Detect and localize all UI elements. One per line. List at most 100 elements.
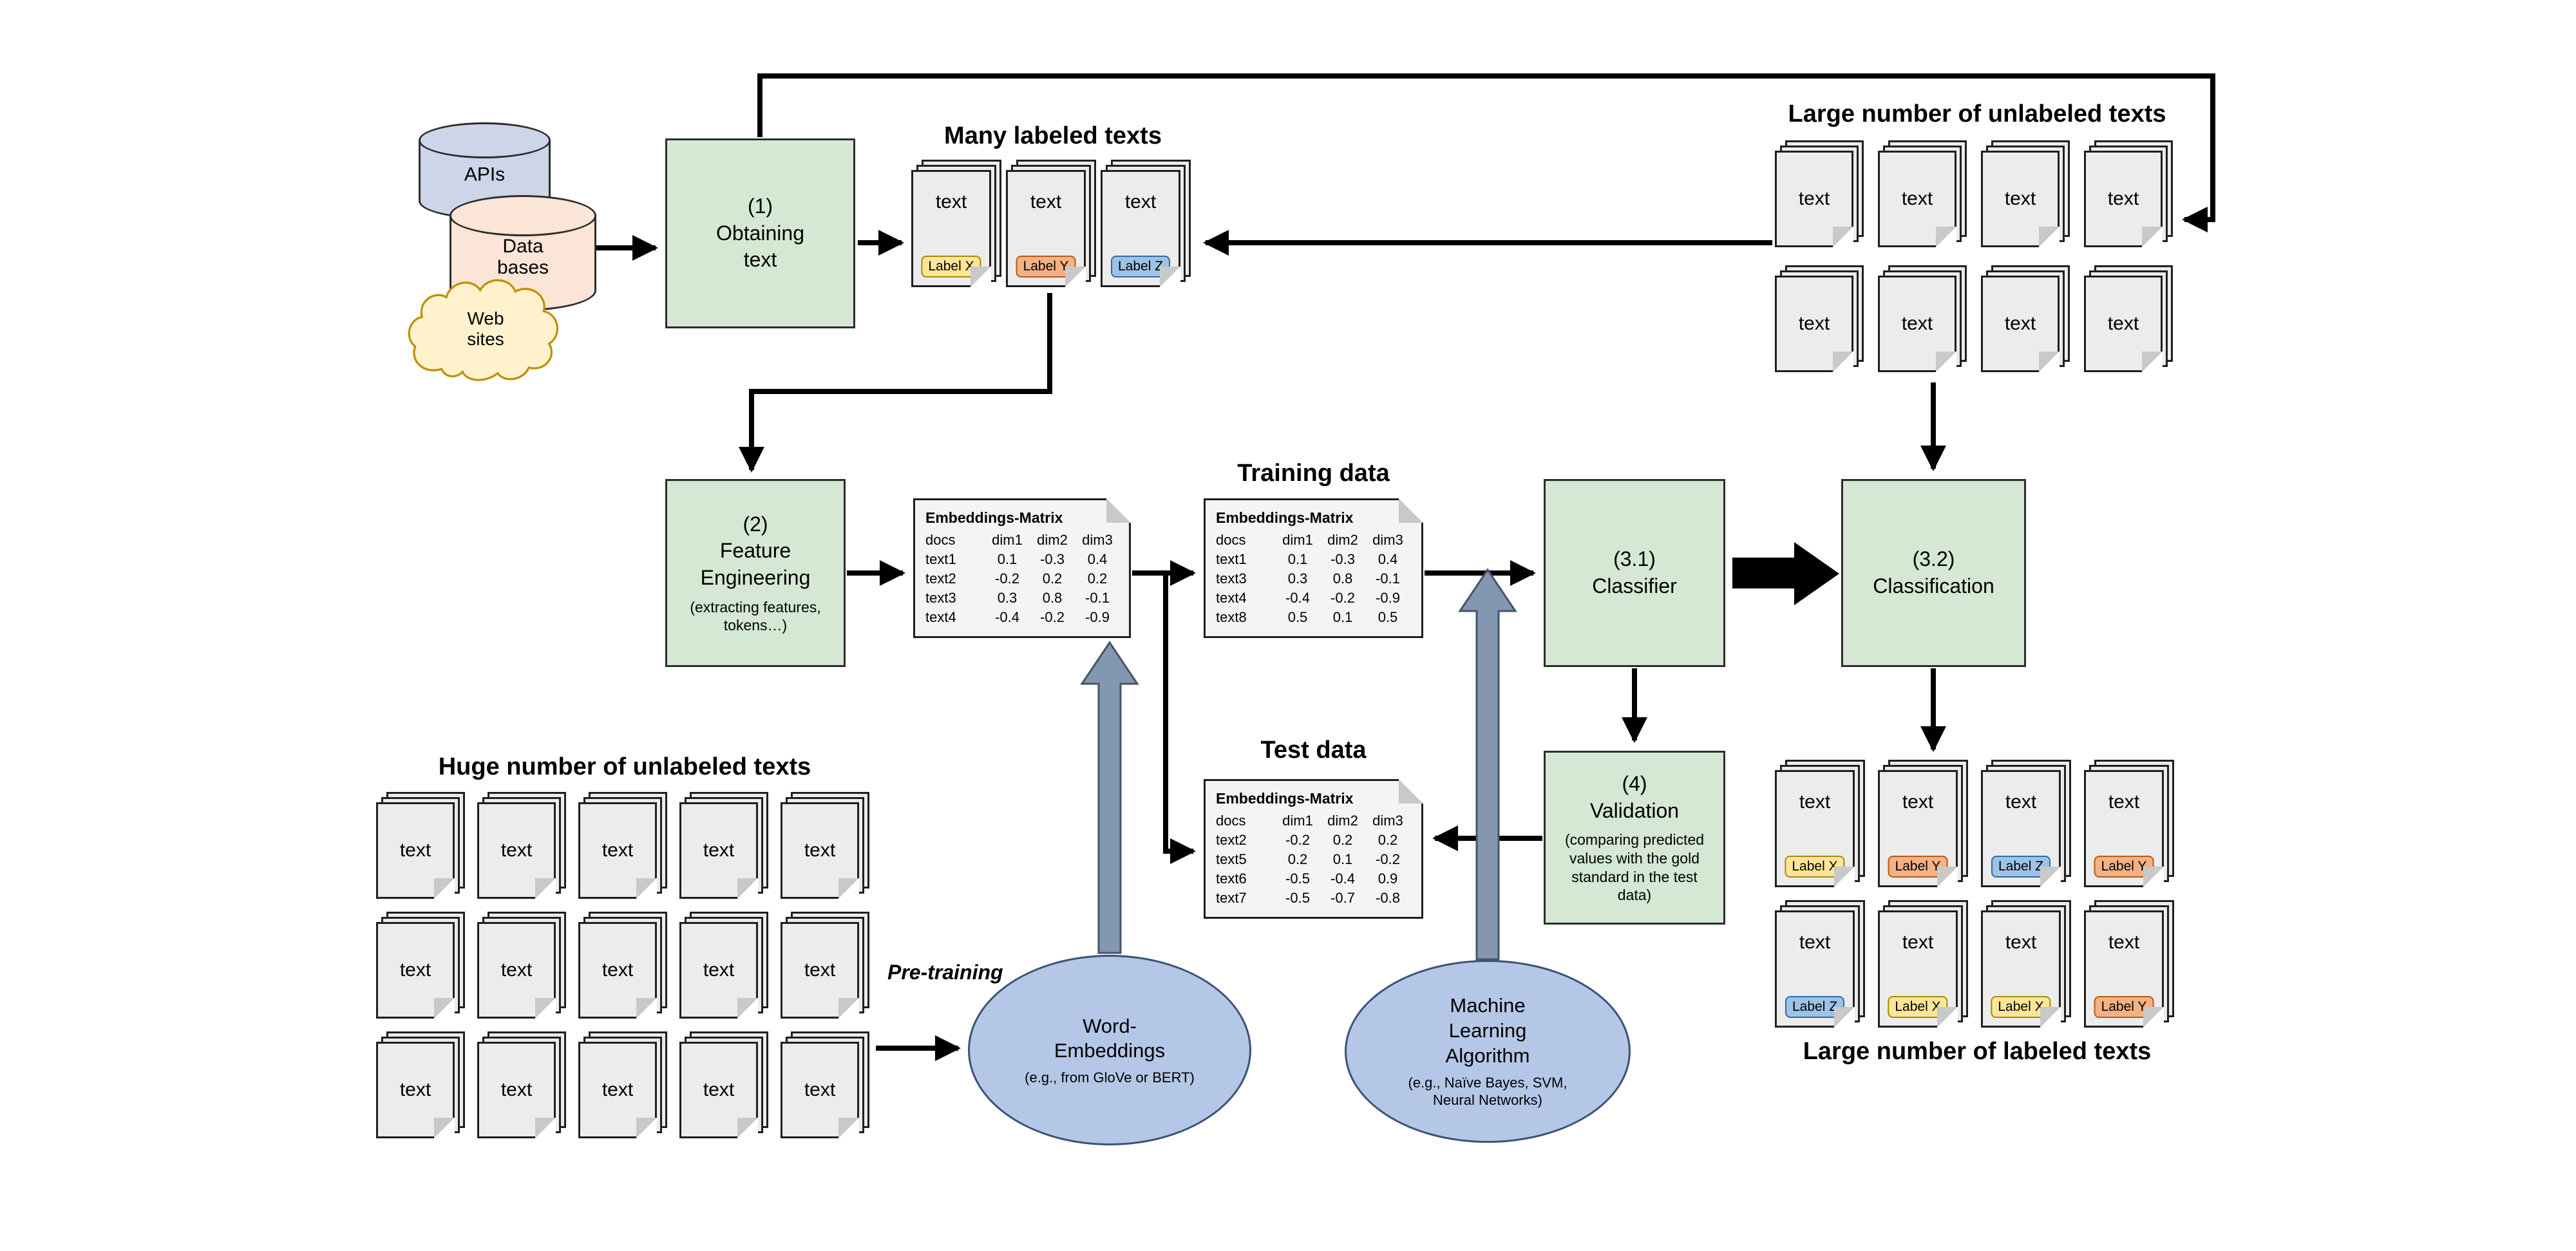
matrix-cell: 0.2 (1042, 570, 1063, 587)
step1-obtaining-text-box: (1) Obtaining text (665, 138, 855, 328)
doc-text: text (500, 1079, 533, 1100)
test-data-heading: Test data (1260, 737, 1367, 764)
matrix-cell: text4 (1216, 590, 1247, 606)
matrix-cell: 0.2 (1332, 832, 1353, 848)
doc-text: text (1901, 188, 1933, 209)
doc-text: text (1798, 313, 1830, 334)
matrix-cell: text4 (925, 609, 956, 625)
document-page: text (477, 1042, 556, 1138)
apis-cylinder: APIs (419, 122, 551, 219)
document-page: text Label X (911, 170, 991, 287)
document-page: text (781, 802, 859, 899)
document-page: text (376, 802, 455, 899)
matrix-cell: 0.5 (1378, 609, 1398, 625)
matrix-header-cell: docs (925, 532, 956, 548)
many-labeled-texts-heading: Many labeled texts (944, 122, 1162, 149)
matrix-cell: -0.2 (1331, 590, 1355, 606)
huge-unlabeled-texts-heading: Huge number of unlabeled texts (438, 753, 811, 780)
label-y-chip: Label Y (1016, 256, 1076, 277)
matrix-table: docs dim1 dim2 dim3 text1 0.1 -0.3 0.4 t… (1216, 532, 1411, 626)
matrix-cell: 0.8 (1042, 590, 1063, 606)
matrix-cell: 0.1 (1332, 851, 1353, 867)
doc-text: text (1799, 791, 1831, 813)
unlabeled-doc-stack: text (578, 1031, 671, 1142)
matrix-cell: 0.1 (1287, 551, 1308, 567)
unlabeled-doc-stack: text (1981, 265, 2074, 376)
label-x-chip: Label X (1785, 856, 1845, 878)
step31-classifier-box: (3.1) Classifier (1544, 479, 1725, 667)
step-title: Classifier (1592, 574, 1677, 597)
unlabeled-doc-stack: text (1878, 140, 1971, 251)
document-page: text Label Z (1101, 170, 1180, 287)
unlabeled-doc-stack: text (1981, 140, 2074, 251)
unlabeled-doc-stack: text (781, 792, 873, 903)
doc-text: text (1124, 191, 1157, 212)
matrix-cell: -0.9 (1376, 590, 1400, 606)
matrix-cell: 0.2 (1287, 851, 1308, 867)
doc-text: text (1798, 188, 1830, 209)
unlabeled-doc-stack: text (376, 1031, 469, 1142)
ml-algorithm-ellipse: Machine Learning Algorithm (e.g., Naïve … (1345, 960, 1631, 1143)
doc-text: text (935, 191, 967, 212)
matrix-cell: text7 (1216, 890, 1247, 906)
matrix-cell: text8 (1216, 609, 1247, 625)
matrix-title: Embeddings-Matrix (1216, 790, 1354, 807)
matrix-cell: text6 (1216, 870, 1247, 887)
matrix-cell: text3 (1216, 570, 1247, 587)
doc-text: text (2108, 791, 2140, 813)
websites-cloud: Web sites (404, 270, 567, 383)
unlabeled-doc-stack: text (781, 1031, 873, 1142)
doc-text: text (1799, 932, 1831, 953)
output-labeled-texts-heading: Large number of labeled texts (1803, 1038, 2152, 1065)
ellipse-subtitle: (e.g., from GloVe or BERT) (1025, 1069, 1195, 1086)
unlabeled-doc-stack: text (2084, 265, 2177, 376)
doc-text: text (500, 959, 533, 981)
unlabeled-doc-stack: text (477, 912, 570, 1022)
document-page: text (578, 1042, 657, 1138)
document-page: text (1775, 276, 1853, 372)
unlabeled-doc-stack: text (1775, 140, 1868, 251)
matrix-cell: 0.9 (1378, 870, 1398, 887)
step-title: Feature Engineering (700, 539, 811, 590)
document-page: text (376, 1042, 455, 1138)
label-z-chip: Label Z (1991, 856, 2051, 878)
cloud-shape (408, 279, 559, 381)
document-page: text (781, 1042, 859, 1138)
label-y-chip: Label Y (1888, 856, 1948, 878)
unlabeled-doc-stack: text (477, 792, 570, 903)
matrix-header-cell: dim1 (1282, 532, 1313, 548)
matrix-cell: 0.2 (1378, 832, 1398, 848)
embeddings-matrix-training: Embeddings-Matrix docs dim1 dim2 dim3 te… (1204, 498, 1423, 638)
unlabeled-doc-stack: text (376, 912, 469, 1022)
unlabeled-doc-stack: text (376, 792, 469, 903)
step-title: Validation (1589, 798, 1680, 822)
pretraining-label: Pre-training (887, 961, 1003, 984)
doc-text: text (2004, 313, 2036, 334)
matrix-cell: -0.9 (1085, 609, 1110, 625)
label-y-chip: Label Y (2094, 856, 2154, 878)
word-embeddings-ellipse: Word-Embeddings (e.g., from GloVe or BER… (968, 955, 1251, 1145)
unlabeled-doc-stack: text (679, 1031, 772, 1142)
step-subtitle: (extracting features, tokens…) (690, 598, 821, 634)
matrix-header-cell: dim3 (1082, 532, 1113, 548)
doc-text: text (601, 840, 634, 861)
document-page: text (1878, 276, 1956, 372)
matrix-header-cell: dim2 (1327, 813, 1358, 829)
matrix-cell: 0.4 (1378, 551, 1398, 567)
matrix-cell: -0.8 (1376, 890, 1400, 906)
step2-feature-engineering-box: (2) Feature Engineering (extracting feat… (665, 479, 846, 667)
document-page: text (477, 802, 556, 899)
doc-text: text (500, 840, 533, 861)
document-page: text (1981, 276, 2060, 372)
ellipse-title: Word-Embeddings (1054, 1014, 1166, 1062)
doc-text: text (804, 1079, 836, 1100)
label-z-chip: Label Z (1110, 256, 1171, 277)
